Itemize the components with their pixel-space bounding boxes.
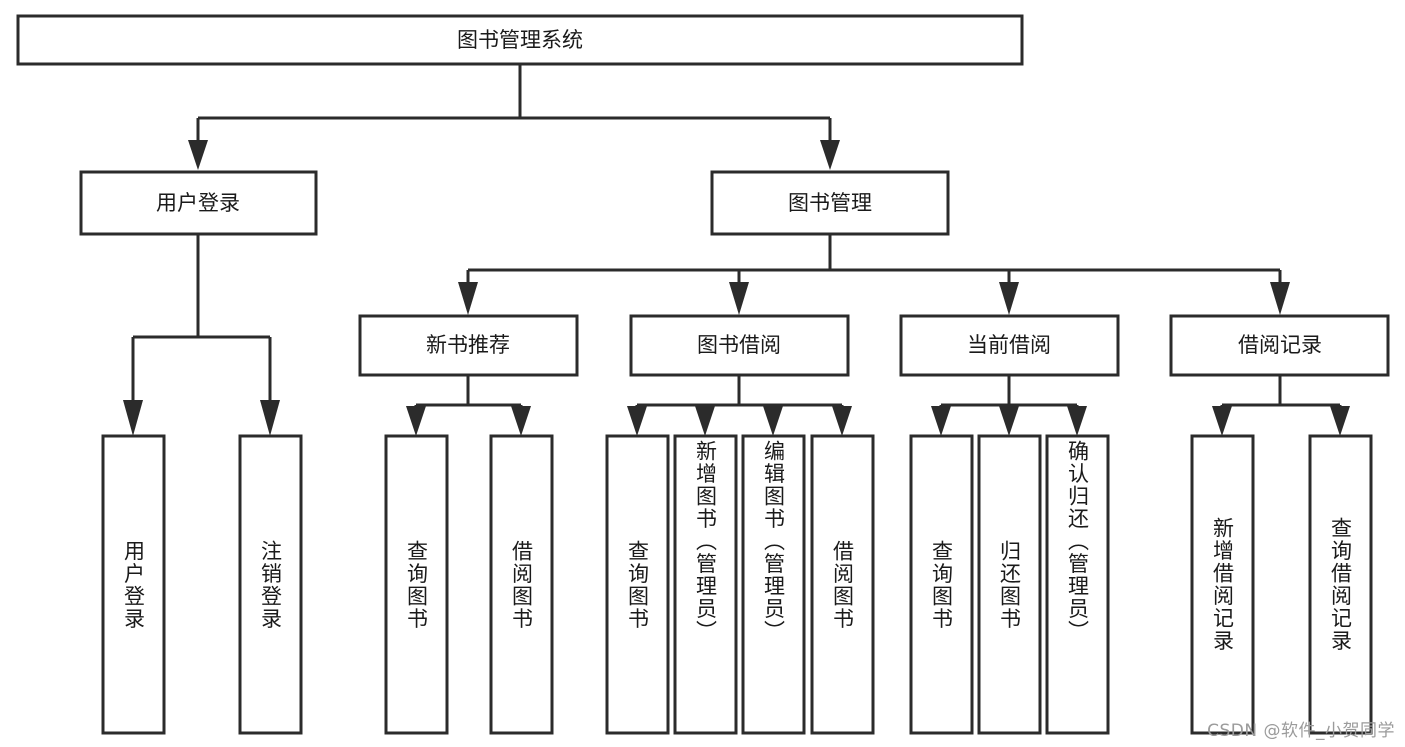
node-new-book-recommend[interactable]: 新书推荐: [358, 314, 579, 377]
node-current-borrow[interactable]: 当前借阅: [899, 314, 1120, 377]
borrow-record-box[interactable]: [1169, 314, 1390, 377]
arrow-borrow-record: [1270, 282, 1290, 315]
leaf-edit-book-box[interactable]: [741, 434, 806, 735]
leaf-query-record-box[interactable]: [1308, 434, 1373, 735]
arrow-leaf-edit-book: [763, 406, 783, 436]
root-box[interactable]: [16, 14, 1024, 66]
arrow-current-borrow: [999, 282, 1019, 315]
leaf-add-book-box[interactable]: [673, 434, 738, 735]
leaf-user-login-box[interactable]: [101, 434, 166, 735]
node-book-borrow[interactable]: 图书借阅: [629, 314, 850, 377]
leaf-query-book-1-box[interactable]: [384, 434, 449, 735]
node-book-manage[interactable]: 图书管理: [710, 170, 950, 236]
arrow-leaf-query-book-3: [931, 406, 951, 436]
book-manage-label: 图书管理: [788, 191, 872, 215]
arrow-new-book-recommend: [458, 282, 478, 315]
current-borrow-box[interactable]: [899, 314, 1120, 377]
node-borrow-record[interactable]: 借阅记录: [1169, 314, 1390, 377]
leaf-confirm-return-box[interactable]: [1045, 434, 1110, 735]
arrow-book-manage: [820, 140, 840, 170]
arrow-leaf-borrow-book-1: [511, 406, 531, 436]
current-borrow-label: 当前借阅: [967, 333, 1051, 357]
arrow-leaf-user-login: [123, 400, 143, 436]
watermark-text: CSDN @软件_小贺同学: [1207, 721, 1395, 741]
leaf-return-book-box[interactable]: [977, 434, 1042, 735]
leaf-query-book-3-box[interactable]: [909, 434, 974, 735]
arrow-leaf-return-book: [999, 406, 1019, 436]
borrow-record-label: 借阅记录: [1238, 333, 1322, 357]
book-borrow-box[interactable]: [629, 314, 850, 377]
new-book-recommend-label: 新书推荐: [426, 333, 510, 357]
node-user-login[interactable]: 用户登录: [79, 170, 318, 236]
leaf-query-book-2-box[interactable]: [605, 434, 670, 735]
arrow-leaf-logout: [260, 400, 280, 436]
arrow-user-login: [188, 140, 208, 170]
arrow-leaf-confirm-return: [1067, 406, 1087, 436]
arrow-leaf-borrow-book-2: [832, 406, 852, 436]
arrow-book-borrow: [729, 282, 749, 315]
leaf-add-record-box[interactable]: [1190, 434, 1255, 735]
arrow-leaf-add-book: [695, 406, 715, 436]
arrow-leaf-query-book-1: [406, 406, 426, 436]
arrow-leaf-add-record: [1212, 406, 1232, 436]
root-label: 图书管理系统: [457, 28, 583, 52]
book-manage-box[interactable]: [710, 170, 950, 236]
leaf-borrow-book-1-box[interactable]: [489, 434, 554, 735]
new-book-recommend-box[interactable]: [358, 314, 579, 377]
book-borrow-label: 图书借阅: [697, 333, 781, 357]
leaf-logout-login-box[interactable]: [238, 434, 303, 735]
node-root[interactable]: 图书管理系统: [16, 14, 1024, 66]
user-login-label: 用户登录: [156, 191, 240, 215]
leaf-borrow-book-2-box[interactable]: [810, 434, 875, 735]
arrow-leaf-query-record: [1330, 406, 1350, 436]
arrow-leaf-query-book-2: [627, 406, 647, 436]
